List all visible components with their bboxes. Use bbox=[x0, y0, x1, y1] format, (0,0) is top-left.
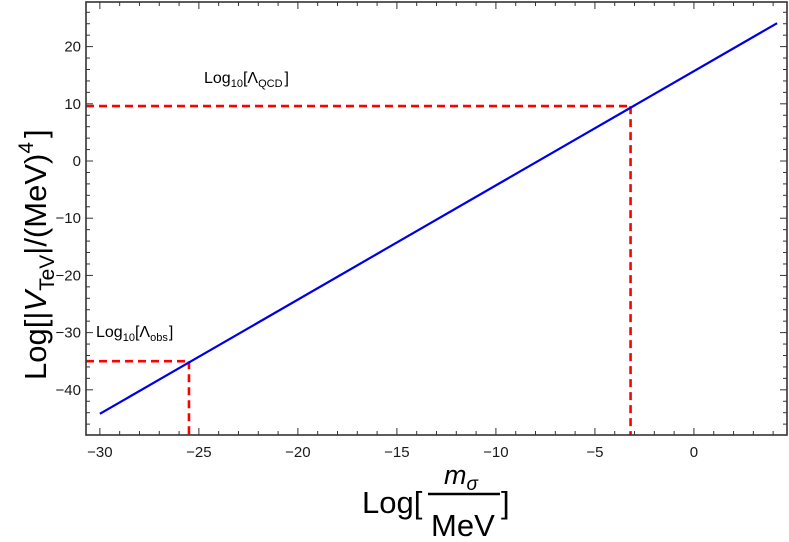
y-tick-label: 20 bbox=[64, 39, 81, 56]
annotation-lambda-qcd: Log10[ΛQCD] bbox=[204, 70, 289, 90]
reference-lines bbox=[86, 104, 632, 435]
x-tick-label: −15 bbox=[384, 444, 409, 461]
svg-text:mσ: mσ bbox=[444, 460, 480, 495]
svg-text:Log[: Log[ bbox=[362, 485, 423, 520]
y-axis-title: Log[|VTeV|/(MeV)4] bbox=[15, 129, 59, 380]
x-tick-labels: −30 −25 −20 −15 −10 −5 0 bbox=[87, 444, 698, 461]
svg-text:Log[|VTeV|/(MeV)4]: Log[|VTeV|/(MeV)4] bbox=[15, 129, 59, 380]
y-tick-label: −10 bbox=[56, 210, 81, 227]
x-tick-label: 0 bbox=[690, 444, 698, 461]
x-tick-label: −20 bbox=[285, 444, 310, 461]
svg-text:MeV: MeV bbox=[431, 508, 495, 542]
y-tick-label: −20 bbox=[56, 267, 81, 284]
x-tick-label: −5 bbox=[586, 444, 603, 461]
x-tick-label: −10 bbox=[483, 444, 508, 461]
x-tick-label: −30 bbox=[87, 444, 112, 461]
y-tick-label: −30 bbox=[56, 325, 81, 342]
data-line bbox=[99, 22, 778, 415]
y-tick-label: 0 bbox=[73, 153, 81, 170]
x-tick-label: −25 bbox=[186, 444, 211, 461]
svg-text:]: ] bbox=[501, 485, 510, 520]
plot-frame bbox=[85, 1, 788, 436]
annotation-lambda-obs: Log10[Λobs] bbox=[96, 324, 173, 344]
y-tick-label: 10 bbox=[64, 96, 81, 113]
x-axis-title: Log[ mσ MeV ] bbox=[362, 460, 510, 542]
y-tick-labels: 20 10 0 −10 −20 −30 −40 bbox=[56, 39, 81, 399]
y-tick-label: −40 bbox=[56, 382, 81, 399]
